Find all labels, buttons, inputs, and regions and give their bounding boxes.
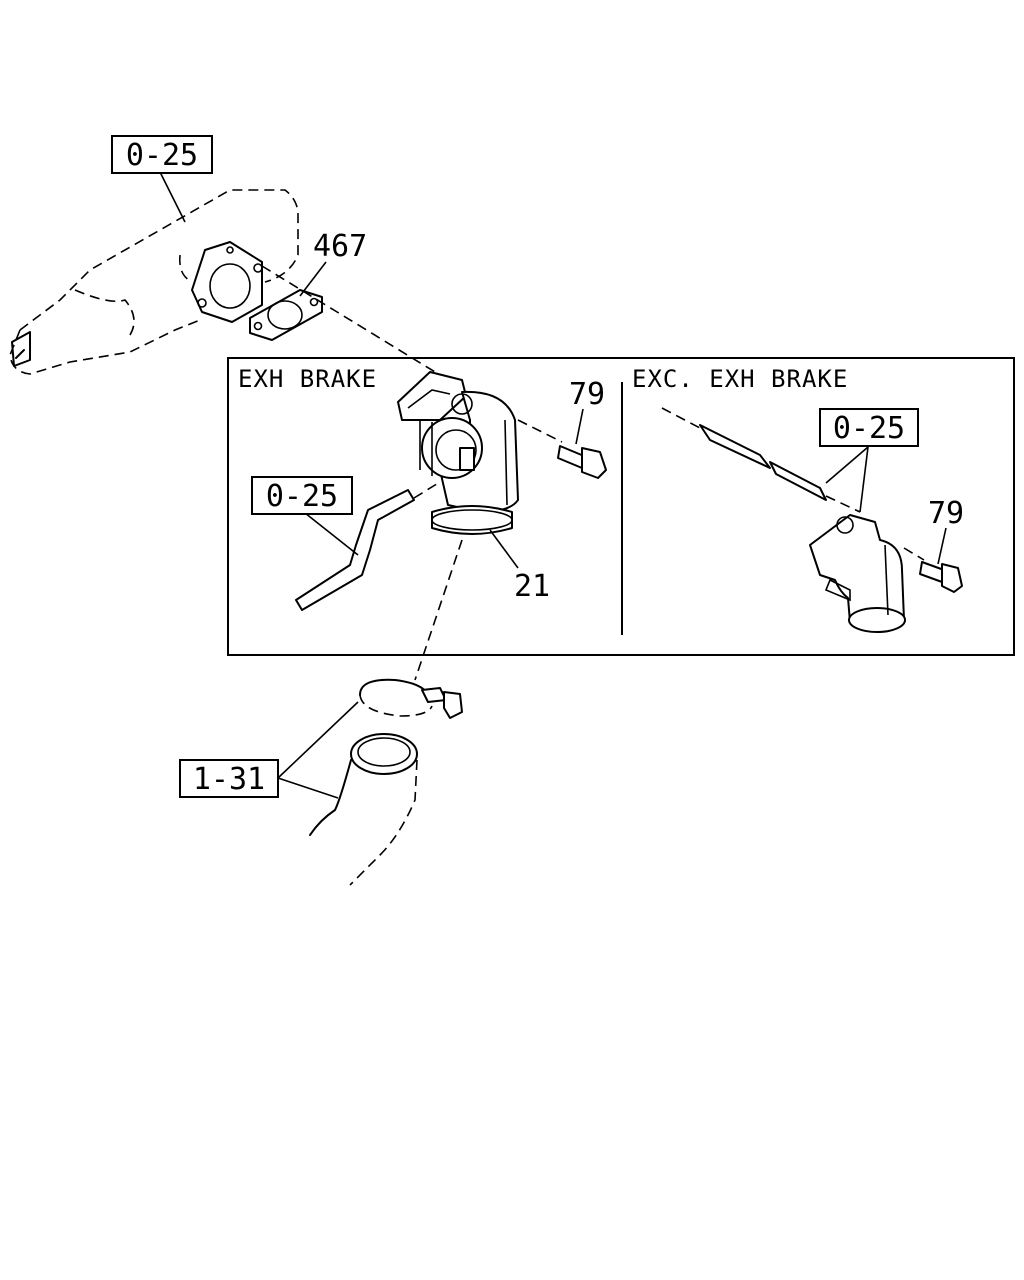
bolt-79-right xyxy=(903,547,963,593)
ref-box-1-31 xyxy=(179,759,279,798)
elbow-ring-21 xyxy=(431,505,513,535)
leader-0-25-right-b xyxy=(859,446,869,513)
manifold-flange xyxy=(191,241,263,323)
section-title-exc-exh-brake: EXC. EXH BRAKE xyxy=(632,365,848,393)
exhaust-pipe-right xyxy=(661,407,861,513)
section-title-exh-brake: EXH BRAKE xyxy=(238,365,377,393)
ref-0-25-top: 0-25 xyxy=(126,138,198,173)
leader-467 xyxy=(299,261,327,297)
ref-1-31: 1-31 xyxy=(193,762,265,797)
leader-1-31-pipe xyxy=(277,777,339,799)
label-79-left: 79 xyxy=(569,377,605,412)
exhaust-manifold xyxy=(9,189,299,375)
ref-box-0-25-right xyxy=(819,408,919,447)
leader-0-25-left xyxy=(304,512,359,556)
assembly-centerline-bottom xyxy=(414,539,463,681)
ref-box-0-25-top xyxy=(111,135,213,174)
label-21: 21 xyxy=(514,569,550,604)
ref-box-0-25-left xyxy=(251,476,353,515)
section-frame xyxy=(227,357,1015,656)
bolt-79-left xyxy=(517,419,607,479)
leader-0-25-right-a xyxy=(825,446,869,484)
elbow-right xyxy=(809,514,906,633)
hose-clamp xyxy=(359,678,463,719)
hose-centerline xyxy=(413,481,441,499)
leader-21 xyxy=(489,529,519,569)
leader-0-25-top xyxy=(159,171,186,223)
intake-pipe xyxy=(309,733,418,886)
leader-79-left xyxy=(575,408,584,445)
label-79-right: 79 xyxy=(928,496,964,531)
ref-0-25-left: 0-25 xyxy=(266,479,338,514)
label-467: 467 xyxy=(313,229,367,264)
assembly-centerline-top xyxy=(261,265,441,376)
leader-79-right xyxy=(937,527,947,565)
leader-1-31-clamp xyxy=(277,701,359,779)
exhaust-brake-valve xyxy=(397,371,519,513)
gasket-467 xyxy=(249,289,323,341)
ref-0-25-right: 0-25 xyxy=(833,411,905,446)
